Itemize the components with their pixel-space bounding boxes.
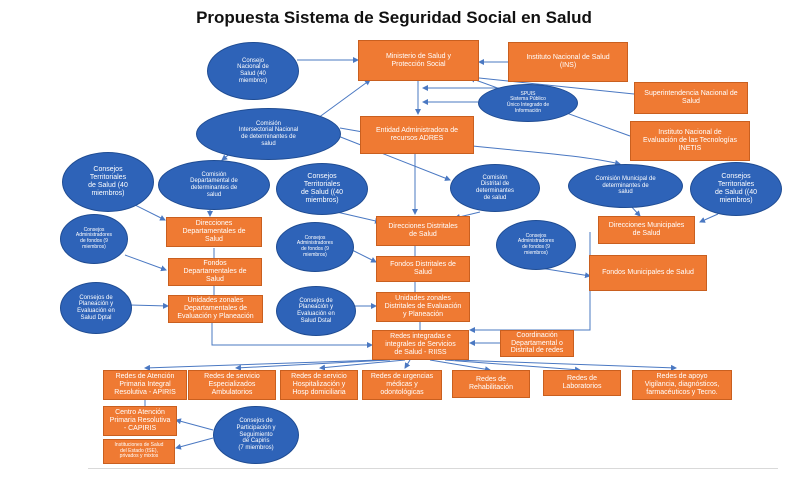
capiris-node: Centro Atención Primaria Resolutiva - CA… [103, 406, 177, 436]
consejos-planeacion-dep-node: Consejos de Planeación y Evaluación en S… [60, 282, 132, 334]
fondos-departamentales-node: Fondos Departamentales de Salud [168, 258, 262, 286]
edge-comision-ministerio [317, 79, 371, 119]
edge-riiss-rehab [429, 359, 491, 373]
edge-unidades-dep-riiss [211, 322, 373, 348]
redes-apoyo-node: Redes de apoyo Vigilancia, diagnósticos,… [632, 370, 732, 400]
consejos-participacion-node: Consejos de Participación y Seguimiento … [213, 406, 299, 464]
redes-rehabilitacion-node: Redes de Rehabilitación [452, 370, 530, 398]
direcciones-municipales-node: Direcciones Municipales de Salud [598, 216, 695, 244]
edge-admin-dep-fondos [124, 254, 167, 272]
edge-riiss-lab [444, 359, 581, 373]
redes-urgencias-node: Redes de urgencias médicas y odontológic… [362, 370, 442, 400]
edge-riiss-apiris [144, 359, 381, 371]
consejos-territoriales-mun-node: Consejos Territoriales de Salud ((40 mie… [690, 162, 782, 216]
edge-riiss-hosp [319, 359, 406, 371]
comision-municipal-node: Comisión Municipal de determinantes de s… [568, 164, 683, 208]
spuis-node: SPUIS Sistema Público Único Integrado de… [478, 84, 578, 122]
edge-admin-dist-fondos [351, 249, 377, 263]
consejos-admin-dep-node: Consejos Administradores de fondos (9 mi… [60, 214, 128, 264]
unidades-departamentales-node: Unidades zonales Departamentales de Eval… [168, 295, 263, 323]
coordinacion-node: Coordinación Departamental o Distrital d… [500, 330, 574, 357]
edge-participacion-instituciones [175, 437, 214, 450]
redes-apiris-node: Redes de Atención Primaria Integral Reso… [103, 370, 187, 400]
redes-laboratorios-node: Redes de Laboratorios [543, 370, 621, 396]
ministerio-node: Ministerio de Salud y Protección Social [358, 40, 479, 81]
instituciones-node: Instituciones de Salud del Estado (ISE),… [103, 439, 175, 464]
consejos-admin-mun-node: Consejos Administradores de fondos (9 mi… [496, 220, 576, 270]
edge-riiss-urgencias [404, 359, 411, 369]
fondos-distritales-node: Fondos Distritales de Salud [376, 256, 470, 282]
comision-departamental-node: Comisión Departamental de determinantes … [158, 160, 270, 210]
consejos-admin-dist-node: Consejos Administradores de fondos (9 mi… [276, 222, 354, 272]
consejos-territoriales-dist-node: Consejos Territoriales de Salud ((40 mie… [276, 163, 368, 215]
edge-admin-mun-fondos [539, 267, 591, 279]
edge-riiss-apoyo [454, 359, 677, 371]
consejos-territoriales-dep-node: Consejos Territoriales de Salud (40 miem… [62, 152, 154, 212]
comision-distrital-node: Comisión Distrital de determinantes de s… [450, 164, 540, 212]
redes-hospitalizacion-node: Redes de servicio Hospitalización y Hosp… [280, 370, 358, 400]
edge-participacion-capiris [175, 418, 214, 431]
consejos-planeacion-dist-node: Consejos de Planeación y Evaluación en S… [276, 286, 356, 336]
ins-node: Instituto Nacional de Salud (INS) [508, 42, 628, 82]
adres-node: Entidad Administradora de recursos ADRES [360, 116, 474, 154]
direcciones-departamentales-node: Direcciones Departamentales de Salud [166, 217, 262, 247]
fondos-municipales-node: Fondos Municipales de Salud [589, 255, 707, 291]
inetis-node: Instituto Nacional de Evaluación de las … [630, 121, 750, 161]
consejo-nacional-node: Consejo Nacional de Salud (40 miembros) [207, 42, 299, 100]
unidades-distritales-node: Unidades zonales Distritales de Evaluaci… [376, 292, 470, 322]
redes-especializados-node: Redes de servicio Especializados Ambulat… [188, 370, 276, 400]
riiss-node: Redes integradas e integrales de Servici… [372, 330, 469, 360]
supersalud-node: Superintendencia Nacional de Salud [634, 82, 748, 114]
edge-plan-dep-unidades [129, 302, 169, 309]
edge-ctmun-direcciones-mun [699, 213, 719, 223]
diagram-title: Propuesta Sistema de Seguridad Social en… [196, 8, 592, 27]
comision-intersectorial-node: Comisión Intersectorial Nacional de dete… [196, 108, 341, 160]
direcciones-distritales-node: Direcciones Distritales de Salud [376, 216, 470, 246]
bottom-rule [88, 468, 778, 469]
edge-riiss-especializados [235, 359, 391, 371]
edge-comision-distrital [337, 135, 451, 181]
